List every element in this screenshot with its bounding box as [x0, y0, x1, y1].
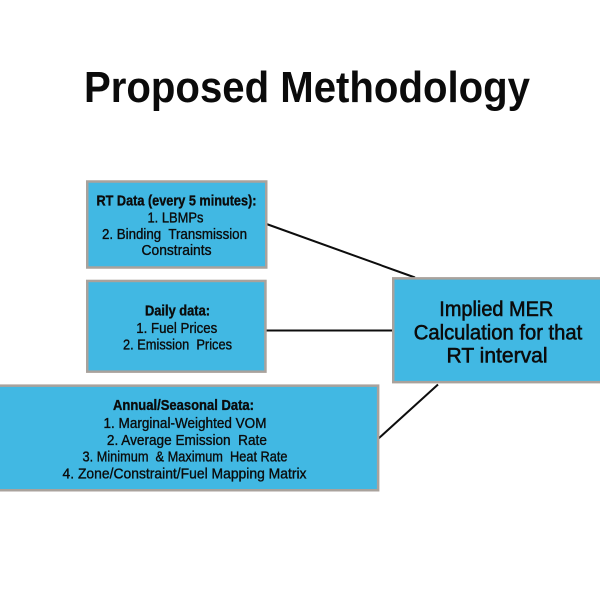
svg-text:4. Zone/Constraint/Fuel Mappin: 4. Zone/Constraint/Fuel Mapping Matrix: [63, 467, 308, 483]
svg-text:RT Data (every 5 minutes):: RT Data (every 5 minutes):: [97, 194, 257, 210]
svg-text:1. Fuel Prices: 1. Fuel Prices: [136, 321, 217, 337]
svg-text:1. Marginal-Weighted VOM: 1. Marginal-Weighted VOM: [104, 416, 267, 432]
svg-text:Constraints: Constraints: [142, 243, 212, 259]
svg-text:Calculation for that: Calculation for that: [414, 322, 583, 345]
svg-text:2. Average Emission Rate: 2. Average Emission Rate: [107, 433, 267, 449]
svg-text:Implied MER: Implied MER: [439, 298, 553, 321]
svg-text:2. Binding Transmission: 2. Binding Transmission: [102, 227, 247, 243]
svg-text:3. Minimum & Maximum Heat Ra: 3. Minimum & Maximum Heat Rate: [83, 450, 288, 466]
svg-text:1. LBMPs: 1. LBMPs: [148, 210, 204, 226]
svg-text:Proposed Methodology: Proposed Methodology: [84, 64, 530, 112]
svg-text:2. Emission Prices: 2. Emission Prices: [123, 338, 232, 354]
svg-text:RT interval: RT interval: [447, 344, 548, 367]
svg-text:Annual/Seasonal Data:: Annual/Seasonal Data:: [113, 398, 254, 414]
svg-text:Daily data:: Daily data:: [145, 304, 210, 320]
